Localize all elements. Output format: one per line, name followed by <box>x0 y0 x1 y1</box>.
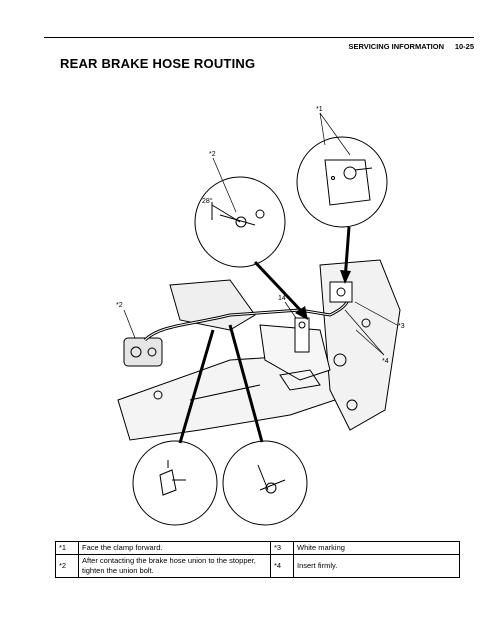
page-header: SERVICING INFORMATION 10-25 <box>44 20 474 51</box>
note-number: *1 <box>55 541 79 555</box>
note-number: *4 <box>270 554 294 578</box>
brake-hose-diagram: *1 *2 28° *2 14° *3 *4 <box>116 106 405 526</box>
note-text: Face the clamp forward. <box>78 541 271 555</box>
section-title: SERVICING INFORMATION <box>348 42 444 51</box>
table-row: *1 Face the clamp forward. *3 White mark… <box>55 541 460 555</box>
note-number: *2 <box>55 554 79 578</box>
page-number: 10-25 <box>454 42 474 51</box>
note-number: *3 <box>270 541 294 555</box>
callout-4: *4 <box>382 358 389 365</box>
angle-28-label: 28° <box>202 197 213 205</box>
callout-1: *1 <box>316 106 323 113</box>
note-text: White marking <box>293 541 460 555</box>
callout-3: *3 <box>398 323 405 330</box>
note-text: Insert firmly. <box>293 554 460 578</box>
table-row: *2 After contacting the brake hose union… <box>55 554 460 578</box>
page-title: REAR BRAKE HOSE ROUTING <box>60 56 256 71</box>
brake-caliper <box>123 337 163 367</box>
header-rule <box>44 37 474 38</box>
frame-upper <box>169 279 256 331</box>
callout-2-left: *2 <box>116 302 123 309</box>
angle-14-label: 14° <box>278 294 289 302</box>
notes-table: *1 Face the clamp forward. *3 White mark… <box>55 541 460 578</box>
note-text: After contacting the brake hose union to… <box>78 554 271 578</box>
detail-circle-1 <box>296 136 388 228</box>
callout-2-top: *2 <box>209 151 216 158</box>
